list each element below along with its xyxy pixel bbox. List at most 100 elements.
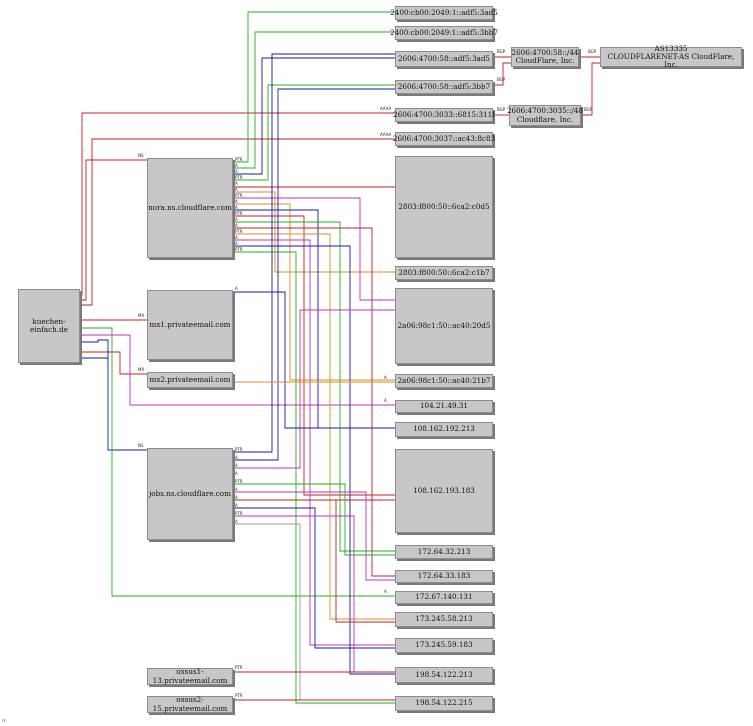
edge-mx-mx2-label: MX (138, 367, 144, 372)
edge-jobs-172-64-32-label: PTR (235, 479, 243, 484)
edge-nora-108-162-193-label: PTR (235, 211, 243, 216)
edge-jobs-173-245-59-label: A (235, 503, 238, 508)
edge-nora-173-245-58 (233, 233, 395, 620)
edge-jobs-173-245-59 (233, 507, 395, 649)
edge-nora-2400-3ad5-label: PTR (235, 157, 243, 162)
edge-nora-2a06-20d5-label: PTR (235, 193, 243, 198)
edge-nora-172-64-33 (233, 227, 395, 577)
edge-nora-2606-58-3ad5 (233, 57, 395, 175)
edge-mx-mx1-label: MX (138, 313, 144, 318)
edge-root-172-67-label: A (384, 589, 387, 594)
edge-jobs-198-54-213-label: PTR (235, 511, 243, 516)
node-ip-2606-58-3ad5[interactable]: 2606:4700:58::adf5:3ad5 (395, 51, 493, 67)
edge-root-blue (80, 339, 109, 358)
edge-oxsus15-ptr-label: PTR (235, 693, 243, 698)
edge-nora-108-162-192-label: A (235, 205, 238, 210)
edge-jobs-108-162-193-label: A (235, 471, 238, 476)
node-ip-2400-3bb7[interactable]: 2400:cb00:2049:1::adf5:3bb7 (390, 26, 498, 40)
node-ip-172-67-140-131[interactable]: 172.67.140.131 (395, 591, 493, 604)
edge-nora-2400-3ad5 (233, 11, 395, 163)
edge-nora-172-64-33-label: A (235, 223, 238, 228)
edge-nora-2803-c1b7 (233, 191, 395, 273)
edge-ns-jobs (80, 357, 147, 451)
edge-root-2606-3033-label: AAAA (380, 106, 392, 111)
edge-jobs-2a06-20d5 (233, 309, 395, 469)
edge-nora-108-162-193 (233, 215, 395, 496)
edge-nora-173-245-59 (233, 239, 395, 646)
node-net-2606-4700-3035[interactable]: 2606:4700:3035::/48 Cloudflare, Inc. (507, 105, 583, 126)
edge-bgp-2-label: BGP (497, 77, 506, 82)
node-ip-104-21-49-31[interactable]: 104.21.49.31 (395, 400, 493, 413)
node-ip-2606-58-3bb7[interactable]: 2606:4700:58::adf5:3bb7 (395, 80, 493, 94)
node-ip-198-54-122-215[interactable]: 198.54.122.215 (395, 696, 493, 711)
node-ip-2803-c0d5[interactable]: 2803:f800:50::6ca2:c0d5 (395, 156, 493, 258)
edge-nora-2a06-21b7-label: A (235, 199, 238, 204)
edge-bgp-3-label: BGP (497, 107, 506, 112)
edge-nora-2606-58-3bb7 (233, 84, 395, 181)
edge-root-104-21-label: A (384, 398, 387, 403)
edge-oxsus13-ptr-label: PTR (235, 665, 243, 670)
edge-nora-172-64-32 (233, 221, 395, 552)
node-ip-108-162-192-213[interactable]: 108.162.192.213 (395, 422, 493, 437)
node-mx2[interactable]: mx2.privateemail.com (147, 372, 233, 388)
edge-nora-198-54-215 (233, 251, 395, 704)
node-jobs-ns[interactable]: jobs.ns.cloudflare.com (147, 448, 233, 540)
edge-nora-198-54-213 (233, 245, 395, 675)
edge-jobs-2606-58-3ad5 (233, 53, 395, 453)
edge-root-2606-3037-label: AAAA (380, 132, 392, 137)
node-ip-172-64-33-183[interactable]: 172.64.33.183 (395, 570, 493, 583)
node-ip-2a06-21b7[interactable]: 2a06:98c1:50::ac40:21b7 (395, 374, 493, 388)
node-ip-2400-3ad5[interactable]: 2400:cb00:2049:1::adf5:3ad5 (390, 6, 498, 20)
edge-nora-173-245-58-label: PTR (235, 229, 243, 234)
edge-jobs-172-64-33-label: A (235, 487, 238, 492)
node-ip-2606-3033[interactable]: 2606:4700:3033::6815:311f (393, 108, 495, 122)
edge-nora-2803-c1b7-label: A (235, 187, 238, 192)
edge-jobs-173-245-58 (233, 499, 395, 623)
node-net-2606-4700-58[interactable]: 2606:4700:58::/44 CloudFlare, Inc. (511, 47, 579, 67)
node-ip-173-245-58-213[interactable]: 173.245.58.213 (395, 612, 493, 627)
node-ip-2a06-20d5[interactable]: 2a06:98c1:50::ac40:20d5 (395, 288, 493, 364)
edge-jobs-2606-58-3ad5-label: PTR (235, 447, 243, 452)
edge-mx1-a (233, 291, 395, 429)
edge-jobs-2606-58-3bb7-label: A (235, 455, 238, 460)
node-oxsus1-13[interactable]: oxsus1-13.privateemail.com (147, 668, 233, 685)
node-ip-173-245-59-183[interactable]: 173.245.59.183 (395, 638, 493, 653)
edge-nora-198-54-215-label: PTR (235, 247, 243, 252)
edge-nora-2606-58-3ad5-label: A (235, 169, 238, 174)
edge-nora-173-245-59-label: A (235, 235, 238, 240)
node-oxsus2-15[interactable]: oxsus2-15.privateemail.com (147, 696, 233, 713)
edge-nora-2803-c0d5-label: A (235, 181, 238, 186)
edge-nora-198-54-213-label: A (235, 241, 238, 246)
edge-mx1-a-label: A (235, 286, 238, 291)
edge-jobs-2a06-20d5-label: A (235, 463, 238, 468)
edge-ns-nora (80, 159, 147, 301)
node-ip-172-64-32-213[interactable]: 172.64.32.213 (395, 545, 493, 559)
node-ip-2803-c1b7[interactable]: 2803:f800:50::6ca2:c1b7 (395, 266, 493, 280)
edge-mx2-a-label: A (384, 375, 387, 380)
node-ip-2606-3037[interactable]: 2606:4700:3037::ac43:8c83 (393, 132, 495, 146)
edge-root-104-21 (80, 334, 395, 406)
edge-jobs-172-64-32 (233, 483, 395, 556)
node-kuechen-einfach-de[interactable]: kuechen-einfach.de (18, 289, 80, 363)
node-ip-108-162-193-183[interactable]: 108.162.193.183 (395, 449, 493, 533)
node-ip-198-54-122-213[interactable]: 198.54.122.213 (395, 667, 493, 683)
edge-nora-108-162-192 (233, 209, 395, 429)
node-as13335[interactable]: AS13335 CLOUDFLARENET-AS CloudFlare, Inc… (600, 44, 742, 69)
edge-bgp-1-label: BGP (497, 49, 506, 54)
edge-nora-2a06-21b7 (233, 203, 395, 381)
node-nora-ns[interactable]: nora.ns.cloudflare.com (147, 158, 233, 258)
edge-root-2606-3033 (80, 112, 395, 296)
edge-root-172-67 (80, 327, 395, 597)
edge-nora-172-64-32-label: A (235, 217, 238, 222)
edge-nora-2400-3bb7 (233, 31, 395, 169)
edge-bgp-as1-label: BGP (588, 49, 597, 54)
edge-bgp-as2 (581, 62, 600, 116)
edge-ns-jobs-label: NS (138, 443, 144, 448)
node-mx1[interactable]: mx1.privateemail.com (147, 290, 233, 360)
edge-jobs-173-245-58-label: A (235, 495, 238, 500)
footer-mark: rk (2, 718, 6, 723)
edge-jobs-2606-58-3bb7 (233, 88, 395, 461)
edge-mx-mx2 (80, 351, 147, 375)
edge-nora-2606-58-3bb7-label: PTR (235, 175, 243, 180)
